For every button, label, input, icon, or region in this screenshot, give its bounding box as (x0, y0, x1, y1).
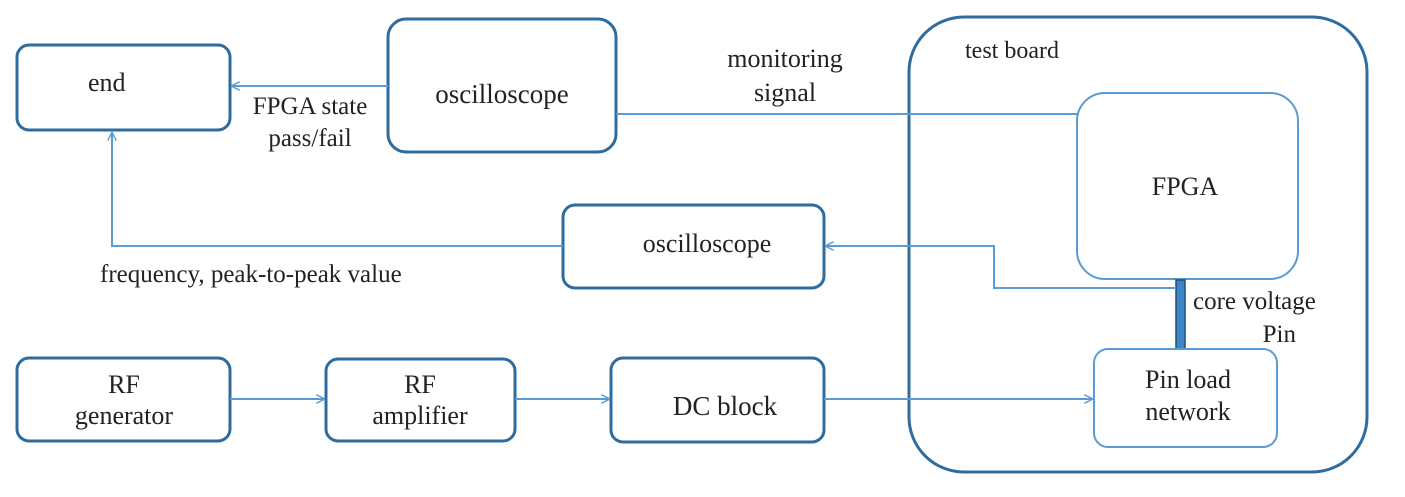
rf-amplifier-label-1: RF (404, 370, 436, 399)
rf-generator-label-1: RF (108, 370, 140, 399)
core-voltage-pin (1175, 279, 1186, 350)
core-voltage-label-2: Pin (1263, 321, 1297, 348)
end-label: end (88, 68, 126, 97)
fpga-state-label-2: pass/fail (268, 125, 351, 152)
frequency-label: frequency, peak-to-peak value (100, 261, 402, 288)
core-voltage-arrow (826, 246, 1176, 289)
fpga-label: FPGA (1152, 172, 1219, 201)
rf-generator-label-2: generator (75, 401, 174, 430)
end-box (15, 43, 232, 132)
frequency-arrow (112, 133, 563, 247)
core-voltage-label-1: core voltage (1193, 288, 1316, 315)
fpga-box (1076, 92, 1299, 280)
pin-load-network-box (1093, 348, 1278, 448)
test-board-box (907, 15, 1369, 474)
oscilloscope-top-label: oscilloscope (435, 79, 568, 109)
rf-amplifier-label-2: amplifier (372, 401, 468, 430)
monitoring-signal-label-1: monitoring (727, 44, 843, 73)
dc-block-label: DC block (673, 391, 778, 421)
oscilloscope-mid-label: oscilloscope (643, 229, 772, 258)
pin-load-network-label-1: Pin load (1145, 365, 1231, 394)
monitoring-signal-label-2: signal (754, 78, 816, 107)
fpga-state-label-1: FPGA state (253, 93, 368, 120)
test-board-label: test board (965, 38, 1059, 64)
pin-load-network-label-2: network (1145, 397, 1230, 426)
